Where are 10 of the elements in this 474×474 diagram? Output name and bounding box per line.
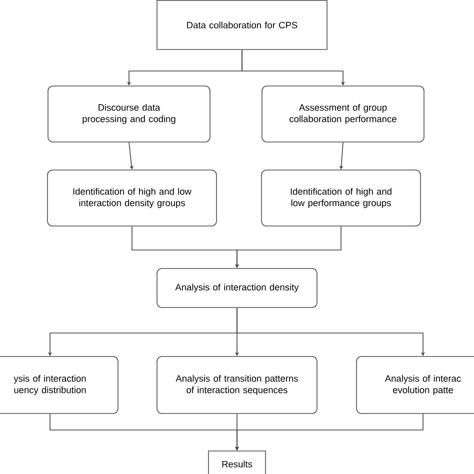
process-box: Discourse data processing and coding <box>48 86 210 142</box>
process-box: Results <box>208 450 266 474</box>
process-box: Assessment of group collaboration performance <box>262 86 424 142</box>
process-box: ysis of interaction uency distribution <box>0 356 118 414</box>
process-box: Analysis of interac evolution patte <box>356 356 474 414</box>
process-box: Data collaboration for CPS <box>156 0 328 50</box>
process-box: Identification of high and low interaction density groups <box>47 170 217 226</box>
process-box: Analysis of transition patterns of interaction sequences <box>156 356 318 414</box>
process-box: Identification of high and low performance groups <box>261 170 421 226</box>
process-box: Analysis of interaction density <box>156 268 318 308</box>
